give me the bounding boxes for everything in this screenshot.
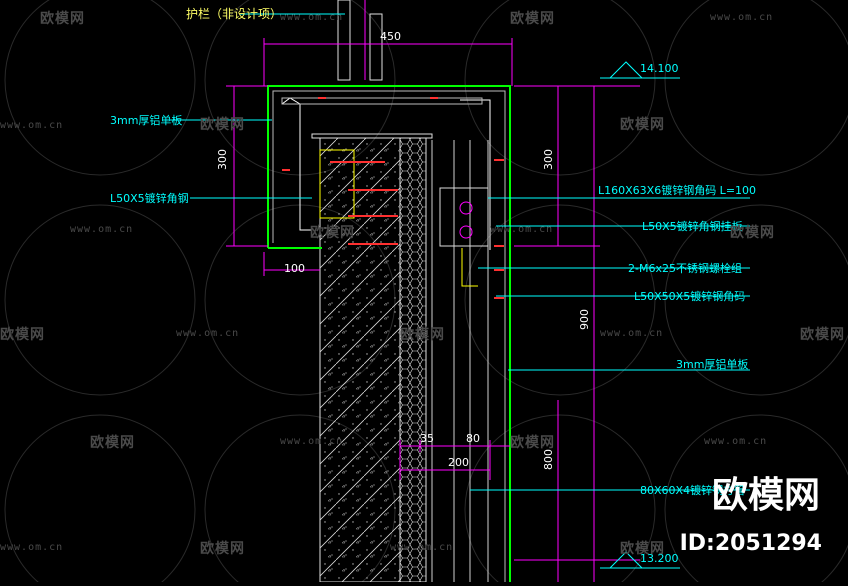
note-plate: L50X5镀锌角钢挂板	[642, 219, 743, 233]
watermark-url: www.om.cn	[600, 328, 664, 339]
watermark-text: 欧模网	[510, 11, 555, 27]
watermark-url: www.om.cn	[490, 224, 554, 235]
watermark-text: 欧模网	[0, 327, 45, 343]
brand-logo: 欧模网	[711, 475, 820, 516]
dimension-lines	[226, 38, 640, 582]
watermark-url: www.om.cn	[704, 436, 768, 447]
dim-80: 80	[466, 432, 480, 445]
anchor-bolts	[282, 97, 504, 299]
note-bolt: 2-M6x25不锈钢螺栓组	[628, 261, 742, 275]
steel-angles	[281, 97, 491, 287]
watermark-text: 欧模网	[310, 225, 355, 241]
watermark-url: www.om.cn	[280, 436, 344, 447]
dim-450: 450	[380, 30, 401, 43]
watermark-url: www.om.cn	[70, 224, 134, 235]
dim-300-left: 300	[216, 149, 229, 170]
note-tube: 80X60X4镀锌钢方管	[640, 483, 745, 497]
dimension-text: 450 300 300 100 900 800 35 80 200 14.100…	[216, 30, 679, 565]
railing-post	[337, 0, 383, 81]
dim-300-right: 300	[542, 149, 555, 170]
watermark-text: 欧模网	[510, 435, 555, 451]
watermark-url: www.om.cn	[176, 328, 240, 339]
watermark-url: www.om.cn	[390, 542, 454, 553]
watermark-url: www.om.cn	[0, 542, 64, 553]
watermark-text: 欧模网	[620, 117, 665, 133]
elev-top: 14.100	[640, 62, 679, 75]
note-steel-angle: L50X5镀锌角钢	[110, 191, 189, 205]
annotations: 护栏（非设计项） 3mm厚铝单板 L50X5镀锌角钢 L160X63X6镀锌钢角…	[110, 6, 756, 497]
watermark-text: 欧模网	[400, 327, 445, 343]
watermark-text: 欧模网	[730, 225, 775, 241]
elev-bottom: 13.200	[640, 552, 679, 565]
note-alu-top: 3mm厚铝单板	[110, 113, 182, 127]
dim-35: 35	[420, 432, 434, 445]
dim-100: 100	[284, 262, 305, 275]
dim-800: 800	[542, 449, 555, 470]
note-angle-code2: L50X50X5镀锌钢角码	[634, 289, 745, 303]
watermark-text: 欧模网	[800, 327, 845, 343]
watermark-text: 欧模网	[40, 11, 85, 27]
aluminum-panel-cap	[267, 85, 511, 582]
watermark-url: www.om.cn	[0, 120, 64, 131]
note-railing: 护栏（非设计项）	[186, 6, 282, 21]
dim-200: 200	[448, 456, 469, 469]
leader-lines	[170, 13, 750, 569]
watermark-text: 欧模网	[200, 117, 245, 133]
watermark-url: www.om.cn	[710, 12, 774, 23]
dim-900: 900	[578, 309, 591, 330]
watermark-text: 欧模网	[620, 541, 665, 557]
note-angle-code: L160X63X6镀锌钢角码 L=100	[598, 183, 756, 197]
asset-id: ID:2051294	[679, 531, 822, 556]
watermark-url: www.om.cn	[280, 12, 344, 23]
insulation-layer	[399, 137, 427, 583]
watermark-text: 欧模网	[200, 541, 245, 557]
watermark-text: 欧模网	[90, 435, 135, 451]
concrete-wall	[319, 137, 401, 583]
note-alu-right: 3mm厚铝单板	[676, 357, 748, 371]
